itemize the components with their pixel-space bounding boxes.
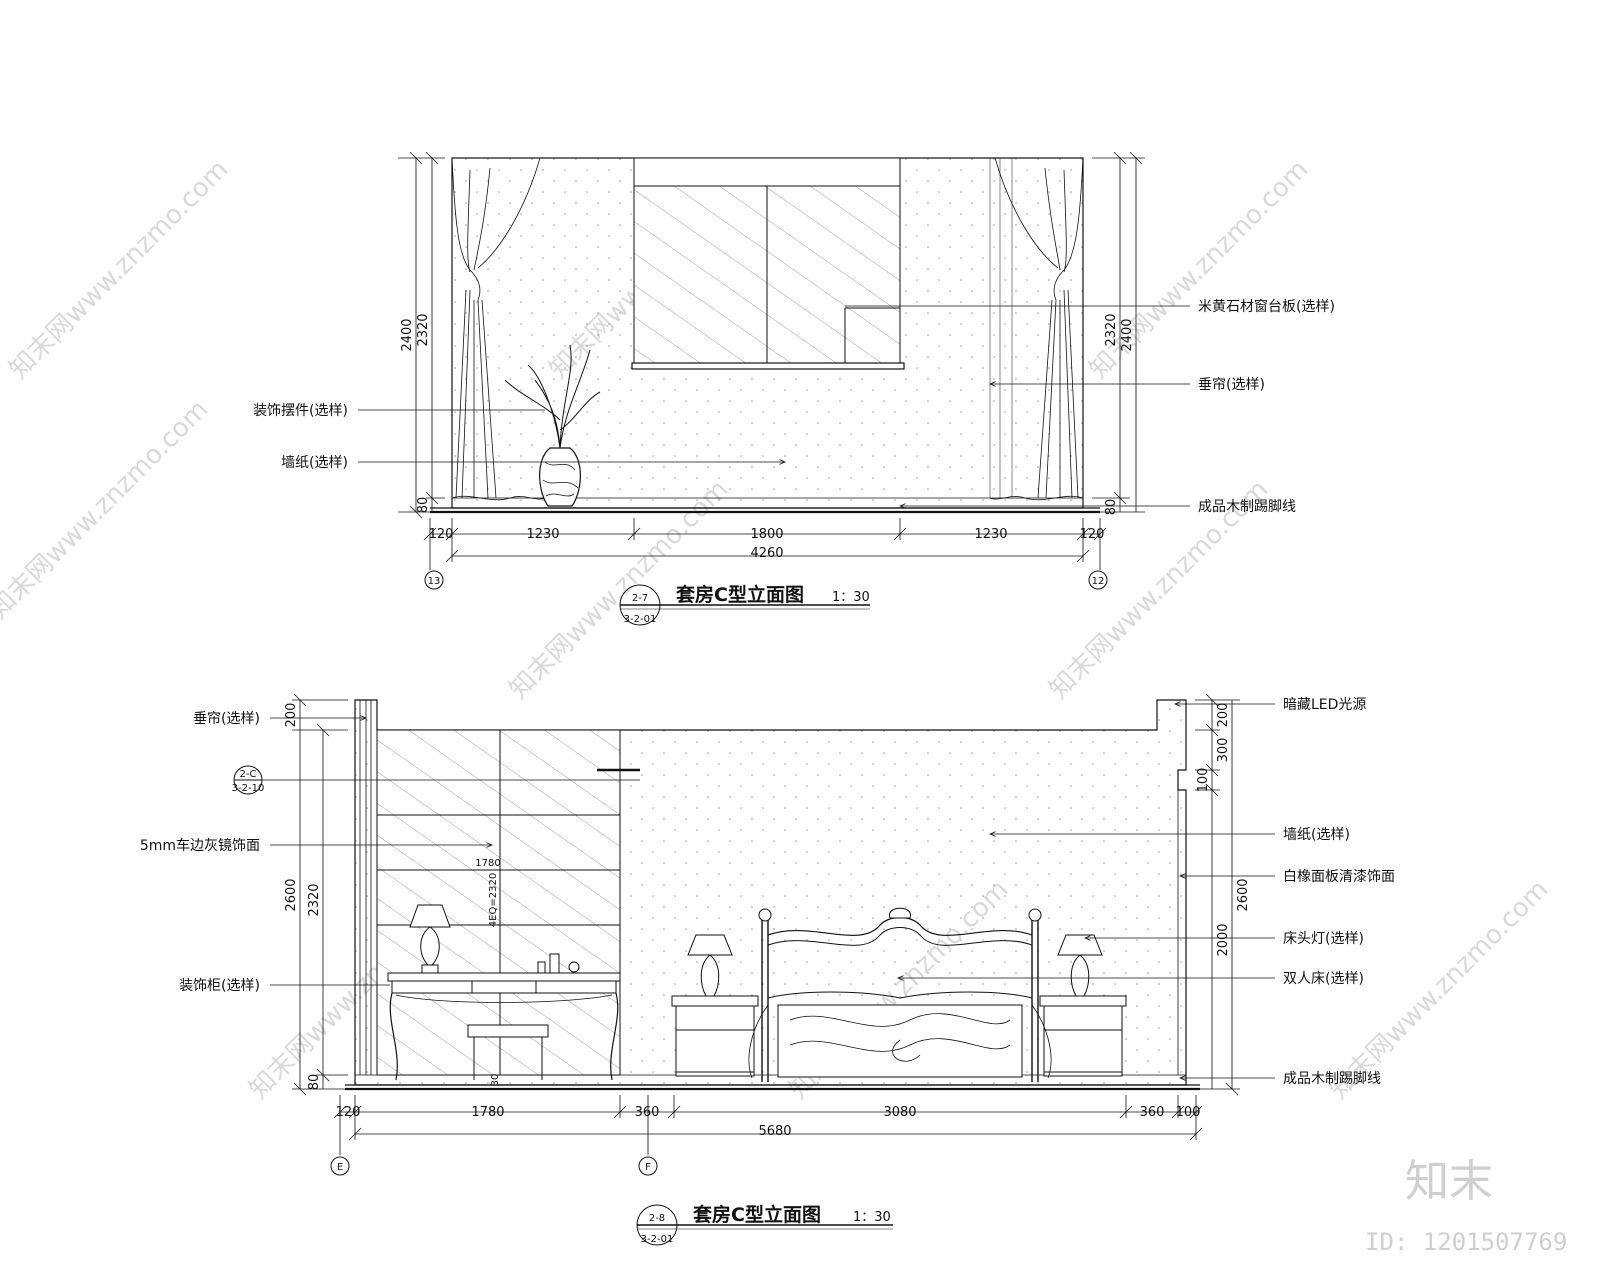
label-sill: 米黄石材窗台板(选样) [1198, 298, 1335, 315]
drawing-title: 套房C型立面图 [692, 1203, 821, 1226]
elevation-2-8 [233, 693, 1275, 1246]
dims-right [1092, 151, 1145, 513]
label-wallpaper: 墙纸(选样) [281, 455, 348, 471]
label-drapes: 垂帘(选样) [1198, 377, 1265, 393]
dim-mirror-height: 4EQ=2320 [488, 873, 499, 927]
drape-strip [359, 700, 372, 1075]
detail-top: 2-C [240, 769, 257, 780]
image-id: ID: 1201507769 [1365, 1228, 1567, 1256]
dims-right [1195, 693, 1240, 1096]
elevation-2-8-text: 垂帘(选样) 5mm车边灰镜饰面 装饰柜(选样) 2-C 3-2-10 暗藏LE… [140, 697, 1395, 1245]
curtain-right [989, 157, 1084, 501]
drawing-scale: 1：30 [853, 1210, 891, 1225]
window [631, 157, 905, 370]
dim-left-inner: 2320 [416, 313, 431, 346]
curtain-left [451, 157, 546, 501]
dim-left-base: 80 [307, 1074, 322, 1091]
label-drapes: 垂帘(选样) [193, 711, 260, 727]
dim-overall: 5680 [758, 1124, 791, 1139]
decorative-vase [504, 344, 601, 507]
brand-watermark: 知末 ID: 1201507769 [1365, 1156, 1567, 1256]
grid-bubble [424, 570, 444, 590]
dim-seg: 1780 [471, 1105, 504, 1120]
grid-bubble [638, 1156, 658, 1176]
label-wallpaper: 墙纸(选样) [1283, 827, 1350, 843]
leaders-top [358, 305, 1190, 506]
watermark-text: 知末网www.znzmo.com [4, 154, 235, 385]
dims-bottom [423, 518, 1107, 570]
drawing-scale: 1：30 [832, 590, 870, 605]
dim-seg: 1230 [526, 527, 559, 542]
dim-left-inner: 2320 [307, 883, 322, 916]
dim-right-total: 2600 [1236, 878, 1251, 911]
dim-right-total: 2400 [1120, 318, 1135, 351]
dims-bottom [333, 1095, 1203, 1155]
drawing-title: 套房C型立面图 [675, 583, 804, 606]
index-bottom: 3-2-01 [641, 1234, 674, 1245]
label-ornament: 装饰摆件(选样) [253, 403, 348, 419]
grid-label: 12 [1092, 576, 1105, 587]
grid-label: 13 [428, 576, 441, 587]
index-top: 2-8 [649, 1213, 665, 1224]
dim-seg: 3080 [883, 1105, 916, 1120]
label-cabinet: 装饰柜(选样) [179, 978, 260, 994]
index-top: 2-7 [632, 593, 648, 604]
label-led: 暗藏LED光源 [1283, 697, 1366, 713]
dim-left-top: 200 [284, 703, 299, 728]
dim-seg: 1230 [974, 527, 1007, 542]
label-oak: 白橡面板清漆饰面 [1283, 869, 1395, 885]
elevation-2-7 [358, 151, 1190, 626]
dim-right-100: 100 [1196, 768, 1211, 793]
brand-logo: 知末 [1405, 1156, 1493, 1207]
grid-label: F [645, 1162, 651, 1173]
detail-callout [233, 765, 263, 795]
title-block [636, 1204, 893, 1246]
dim-seg: 1800 [750, 527, 783, 542]
detail-bottom: 3-2-10 [232, 783, 265, 794]
dim-left-total: 2400 [400, 318, 415, 351]
dim-left-base: 80 [416, 497, 431, 514]
dim-seg: 120 [429, 527, 454, 542]
grid-bubble [330, 1156, 350, 1176]
grid-bubble [1088, 570, 1108, 590]
nightstand-left [671, 934, 759, 1077]
stone-sill [631, 362, 905, 370]
dim-stool-gap: 30 [490, 1074, 501, 1087]
dim-overall: 4260 [750, 546, 783, 561]
double-bed [748, 907, 1052, 1082]
mirror-panel [376, 729, 640, 1076]
dim-mirror-width: 1780 [475, 858, 500, 869]
leaders-bottom [258, 704, 1275, 1078]
title-block [619, 584, 870, 626]
dim-right-inner: 2320 [1104, 313, 1119, 346]
watermark-text: 知末网www.znzmo.com [0, 394, 214, 625]
dim-right-300: 300 [1216, 738, 1231, 763]
vanity-table [387, 904, 621, 1081]
label-bed: 双人床(选样) [1283, 971, 1364, 987]
dim-seg: 360 [1140, 1105, 1165, 1120]
dim-seg: 100 [1176, 1105, 1201, 1120]
label-lamp: 床头灯(选样) [1283, 931, 1364, 947]
label-skirting: 成品木制踢脚线 [1198, 499, 1296, 515]
elevation-2-7-text: 装饰摆件(选样) 墙纸(选样) 米黄石材窗台板(选样) 垂帘(选样) 成品木制踢… [253, 298, 1335, 625]
label-mirror: 5mm车边灰镜饰面 [140, 837, 260, 854]
dims-left [292, 693, 348, 1096]
label-skirting: 成品木制踢脚线 [1283, 1071, 1381, 1087]
watermark-text: 知末网www.znzmo.com [1084, 154, 1315, 385]
dim-left-total: 2600 [284, 878, 299, 911]
index-bottom: 3-2-01 [624, 614, 657, 625]
dims-left [398, 151, 445, 519]
dim-right-2000: 2000 [1216, 923, 1231, 956]
dim-seg: 120 [336, 1105, 361, 1120]
dim-right-base: 80 [1104, 499, 1119, 516]
dim-seg: 120 [1080, 527, 1105, 542]
dim-right-top: 200 [1216, 703, 1231, 728]
dim-seg: 360 [635, 1105, 660, 1120]
nightstand-right [1039, 934, 1127, 1077]
grid-label: E [337, 1162, 343, 1173]
